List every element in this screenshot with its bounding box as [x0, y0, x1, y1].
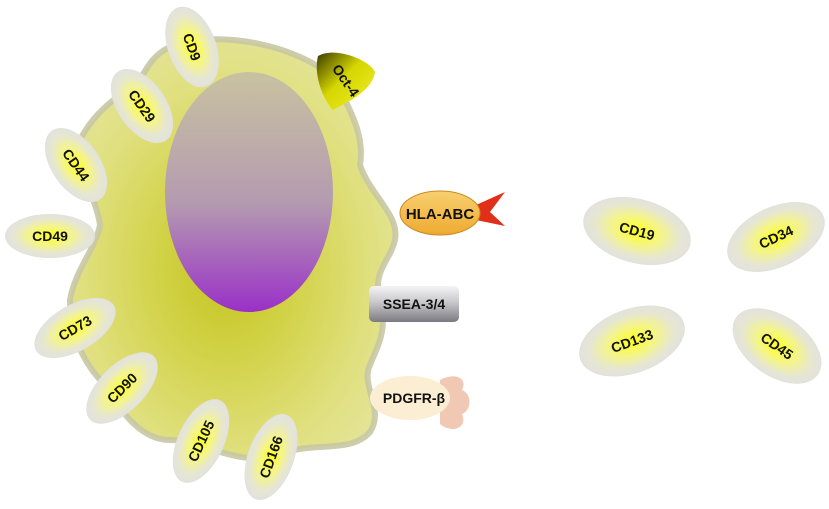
negative-marker-cd19-shape [583, 196, 691, 266]
oct4-marker: Oct-4 [316, 52, 375, 110]
marker-cd49-shape [5, 214, 95, 258]
marker-cd90-shape [86, 352, 158, 424]
marker-cd166-shape [244, 413, 298, 501]
negative-marker-cd133-shape [579, 305, 685, 377]
marker-cd166: CD166 [244, 413, 298, 501]
marker-cd29-shape [110, 68, 174, 144]
marker-cd105-shape [172, 399, 230, 483]
marker-cd44-shape [44, 127, 108, 203]
marker-cd44: CD44 [44, 127, 108, 203]
pdgfr-receptor-icon [440, 376, 470, 429]
marker-cd49: CD49 [5, 214, 95, 258]
hla-abc-marker: HLA-ABC [399, 190, 505, 236]
marker-cd9-shape [165, 6, 219, 88]
negative-marker-cd45-shape [732, 308, 822, 384]
negative-marker-cd45: CD45 [732, 308, 822, 384]
ssea-label: SSEA-3/4 [383, 296, 445, 312]
marker-cd90: CD90 [86, 352, 158, 424]
marker-cd9: CD9 [165, 6, 219, 88]
marker-cd49-label: CD49 [32, 228, 68, 244]
marker-cd73: CD73 [34, 297, 116, 359]
marker-cd105: CD105 [172, 399, 230, 483]
pdgfr-beta-marker: PDGFR-β [370, 376, 470, 429]
marker-cd73-shape [34, 297, 116, 359]
marker-cd29: CD29 [110, 68, 174, 144]
nucleus [165, 72, 333, 312]
hla-receptor-icon [476, 192, 505, 226]
hla-abc-label: HLA-ABC [406, 206, 474, 223]
negative-marker-cd19: CD19 [583, 196, 691, 266]
negative-marker-cd34: CD34 [727, 202, 825, 272]
negative-marker-cd133: CD133 [579, 305, 685, 377]
pdgfr-beta-label: PDGFR-β [383, 390, 446, 406]
negative-marker-cd34-shape [727, 202, 825, 272]
ssea-marker: SSEA-3/4 [369, 286, 459, 322]
